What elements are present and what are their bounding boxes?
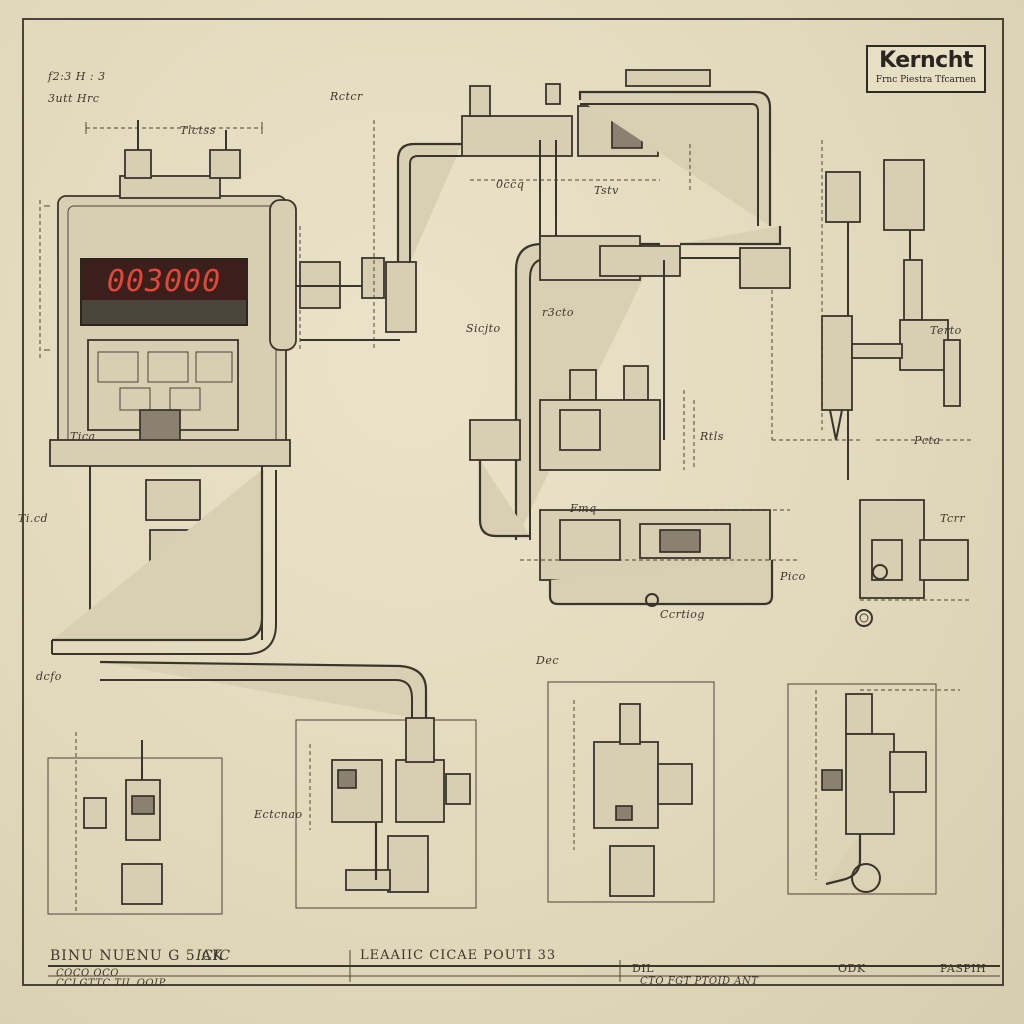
annotation: 3utt Hrc [48, 92, 100, 105]
bottom-unit-3 [547, 681, 715, 903]
meter-display-panel [80, 300, 248, 326]
pipe-run-lower [51, 470, 428, 720]
annotation: Tica [70, 430, 96, 443]
bottom-unit-2 [295, 717, 477, 909]
footer-left-title: BINU NUENU G 5 AK [50, 948, 224, 964]
footer-row: CCLGTTC TIL OOIP [56, 978, 166, 989]
top-assembly [461, 69, 772, 240]
annotation: 0ccq [496, 178, 525, 191]
brand-subtitle: Frnc Piestra Tfcarnen [875, 75, 977, 85]
drawing-border [22, 18, 1004, 986]
footer-left-title-script: ICIC [196, 948, 231, 964]
footer-right-block: DIL [632, 962, 654, 975]
annotation: dcfo [36, 670, 62, 683]
footer-rules [48, 950, 1000, 982]
right-middle-unit [855, 499, 972, 627]
annotation: Dec [536, 654, 559, 667]
meter-display: 003000 [80, 258, 248, 306]
footer-row: COCO OCO [56, 968, 119, 979]
brand-name: Kerncht [879, 48, 973, 73]
brand-label: Kerncht Frnc Piestra Tfcarnen [866, 45, 986, 93]
bottom-unit-1 [47, 732, 223, 915]
annotation: Tlctss [180, 124, 216, 137]
annotation: Ti.cd [18, 512, 49, 525]
bottom-unit-4 [787, 683, 937, 895]
footer-row: CTO FGT PTOID ANT [640, 976, 759, 987]
annotation: Fmq [570, 502, 597, 515]
annotation: f2:3 H : 3 [48, 70, 106, 83]
right-column [771, 140, 972, 480]
annotation: Pcta [914, 434, 941, 447]
footer-right-block: PASPIH [940, 962, 987, 975]
footer-right-block: ODK [838, 962, 866, 975]
annotation: Rctcr [330, 90, 363, 103]
annotation: Tstv [594, 184, 619, 197]
lower-center-assembly [520, 509, 800, 607]
annotation: Ccrtiog [660, 608, 705, 621]
annotation: Ectcnao [254, 808, 303, 821]
footer-center-title: LEAAIIC CICAE POUTI 33 [360, 948, 557, 963]
annotation: r3cto [542, 306, 574, 319]
annotation: Rtls [700, 430, 724, 443]
annotation: Terto [930, 324, 962, 337]
annotation: Sicjto [466, 322, 501, 335]
dimension-marks [44, 144, 960, 691]
pipe-riser [300, 120, 462, 350]
central-column [469, 226, 791, 540]
annotation: Pico [780, 570, 806, 583]
annotation: Tcrr [940, 512, 966, 525]
